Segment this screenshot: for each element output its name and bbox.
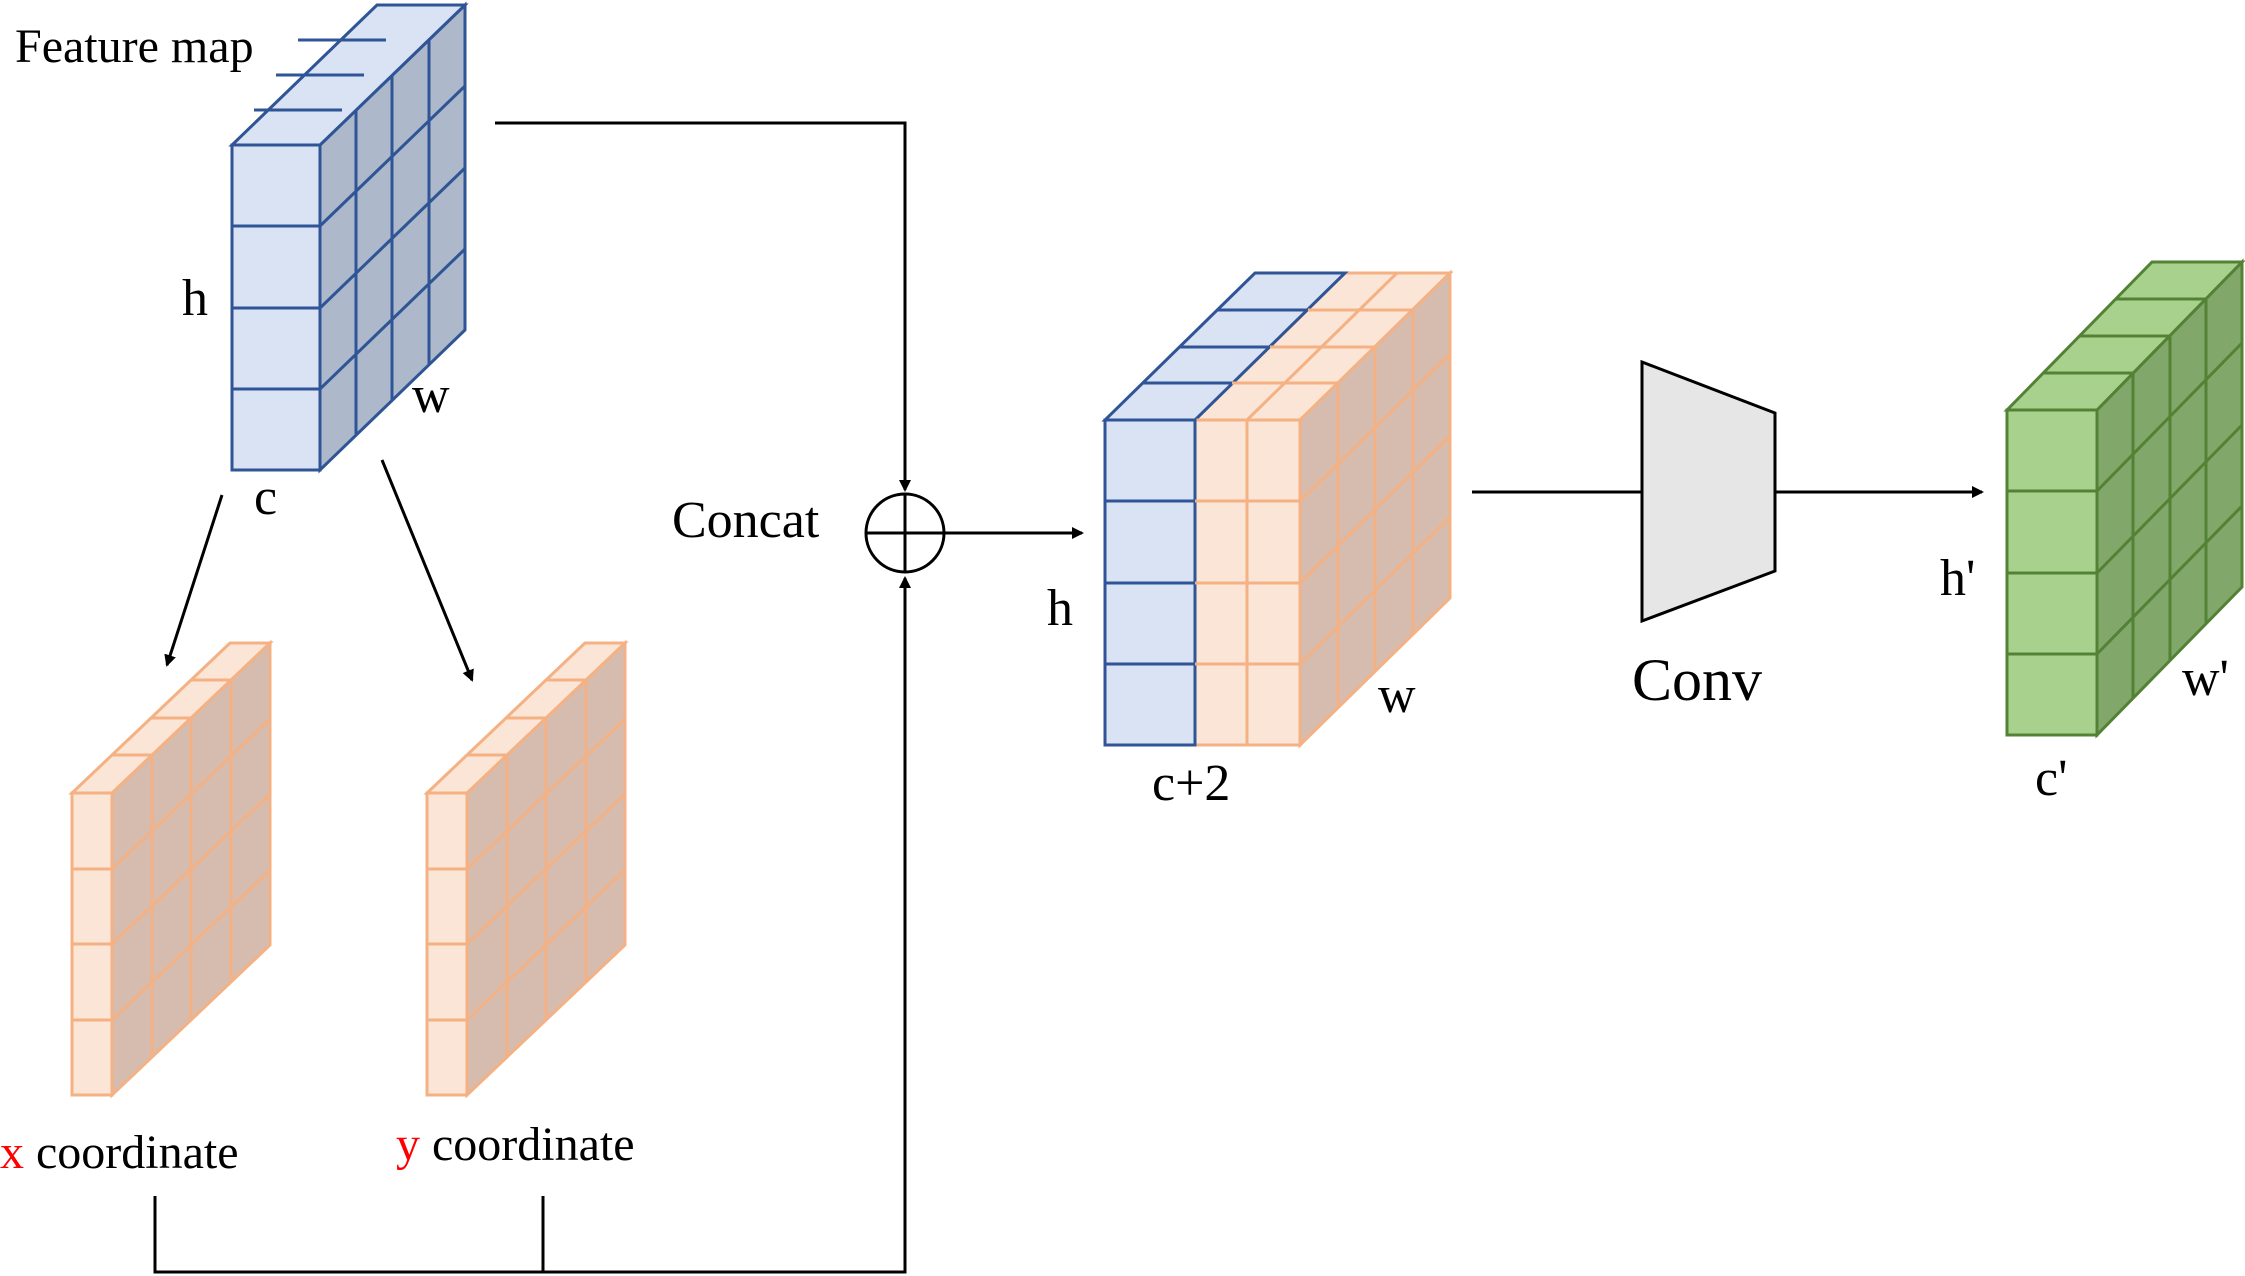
output-tensor [2003,258,2245,739]
x-coordinate-word: coordinate [24,1126,239,1179]
concat-c-label: c+2 [1152,755,1230,812]
concat-label: Concat [672,492,820,549]
feature-map-label: Feature map [15,20,254,73]
y-coordinate-word: coordinate [420,1118,635,1171]
y-slab-grid [427,678,627,1057]
output-w-label: w' [2182,650,2229,707]
concat-w-label: w [1378,667,1416,724]
output-c-label: c' [2035,750,2067,807]
x-coordinate-label: x coordinate [0,1126,239,1179]
arrow-to-y-coordinate [380,459,474,682]
y-coordinate-slab [423,639,629,1099]
x-coordinate-slab [68,639,274,1099]
conv-block [1640,359,1777,624]
y-axis-letter: y [396,1118,420,1171]
concat-h-label: h [1047,580,1073,637]
concat-orange-grid [1195,271,1452,708]
input-cube-grid [232,38,467,435]
feature-map-to-concat-line [495,121,911,492]
x-slab-grid [72,678,272,1057]
conv-label: Conv [1632,647,1762,713]
arrow-to-x-coordinate [164,494,224,667]
input-c-label: c [254,469,277,526]
y-coordinate-label: y coordinate [396,1118,635,1171]
output-h-label: h' [1940,550,1975,607]
coordinates-merge-line [153,576,911,1274]
input-h-label: h [182,270,208,327]
input-feature-map-cube [228,1,469,474]
input-w-label: w [412,367,450,424]
x-axis-letter: x [0,1126,24,1179]
concat-blue-grid [1105,308,1308,666]
concatenated-tensor [1101,269,1454,749]
concat-operator [864,492,946,574]
output-grid [2007,297,2244,698]
